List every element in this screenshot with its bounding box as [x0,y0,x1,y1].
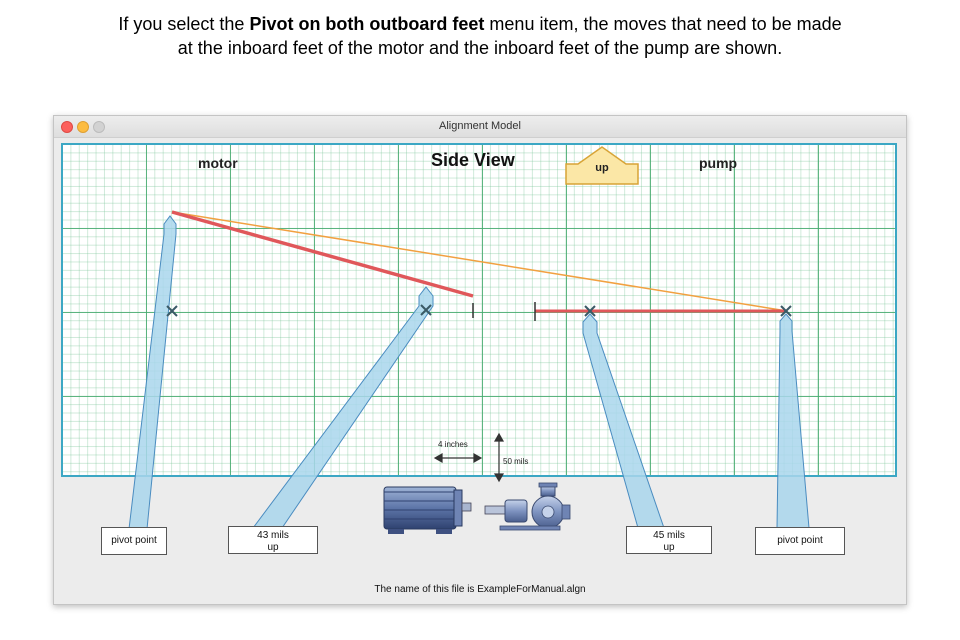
motor-inboard-value: 43 mils [257,530,289,541]
close-window-button[interactable] [61,121,73,133]
vertical-scale-arrow [493,432,505,483]
pump-inboard-foot-x-mark-icon[interactable] [584,305,596,317]
horizontal-scale-arrow [433,452,483,464]
left-pivot-arrow [128,215,177,530]
caption: If you select the Pivot on both outboard… [0,12,960,60]
left-pivot-text: pivot point [111,535,157,546]
pump-label: pump [699,155,738,171]
zoom-window-button[interactable] [93,121,105,133]
motor-shaft-line [171,210,474,298]
motor-outboard-foot-x-mark-icon[interactable] [166,305,178,317]
up-direction-arrow [565,146,639,185]
motor-inboard-foot-x-mark-icon[interactable] [420,304,432,316]
electric-motor-icon [383,486,472,534]
scale-mils-label: 50 mils [503,457,529,466]
caption-line-2: at the inboard feet of the motor and the… [177,38,783,58]
filename-status: The name of this file is ExampleForManua… [374,584,586,595]
right-pivot-arrow [776,313,810,529]
centrifugal-pump-icon [484,482,571,531]
side-view-title: Side View [431,150,515,170]
motor-label: motor [198,155,238,171]
right-pivot-callout: pivot point [755,527,845,555]
pump-inboard-callout: 45 mils up [626,526,712,554]
motor-inboard-direction: up [267,542,279,553]
caption-line-1: If you select the Pivot on both outboard… [118,14,842,34]
up-direction-label: up [595,162,609,174]
pump-outboard-foot-x-mark-icon[interactable] [780,305,792,317]
minimize-window-button[interactable] [77,121,89,133]
motor-inboard-arrow [252,286,434,529]
motor-inboard-callout: 43 mils up [228,526,318,554]
right-pivot-text: pivot point [777,535,823,546]
reference-line [171,211,788,312]
window-title: Alignment Model [439,120,521,132]
pump-inboard-value: 45 mils [653,530,685,541]
caption-bold: Pivot on both outboard feet [249,14,485,34]
left-pivot-callout: pivot point [101,527,167,555]
pump-inboard-arrow [582,313,665,529]
pump-inboard-direction: up [663,542,675,553]
title-bar[interactable]: Alignment Model [54,116,906,138]
scale-inches-label: 4 inches [438,440,468,449]
